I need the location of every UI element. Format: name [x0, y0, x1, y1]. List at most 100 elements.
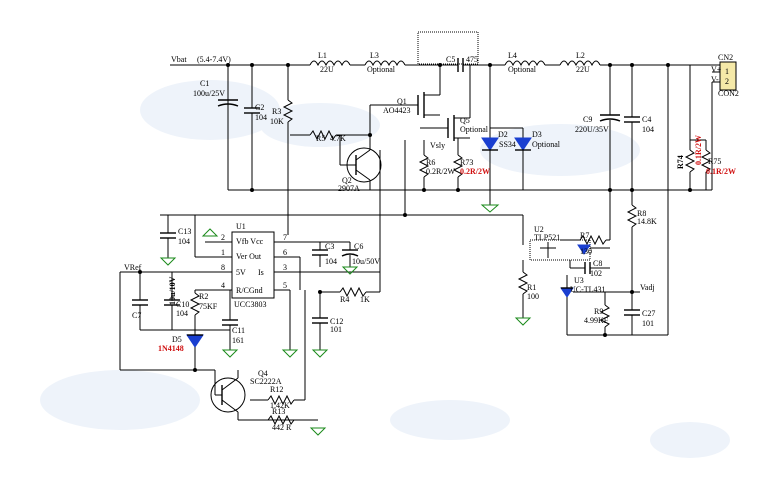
label-r8-value: 14.8K: [637, 217, 657, 226]
ground-u1-pin2: [201, 228, 219, 237]
label-q1: Q1: [397, 97, 407, 106]
label-d2: D2: [498, 130, 508, 139]
capacitor-c5: [455, 58, 475, 72]
label-q2: Q2: [342, 176, 352, 185]
label-cn2: CN2: [718, 53, 733, 62]
label-c1-value: 100u/25V: [193, 89, 225, 98]
label-r75: R75: [708, 157, 721, 166]
label-l4-value: Optional: [508, 65, 537, 74]
diode-d3: [490, 127, 532, 190]
label-r9-value: 4.99KF: [584, 316, 609, 325]
inductor-l1: [309, 60, 351, 67]
resistor-r7: [560, 190, 611, 246]
label-d3-value: Optional: [532, 140, 561, 149]
resistor-r5: [290, 105, 371, 150]
capacitor-c1: [217, 65, 239, 140]
label-c13: C13: [178, 227, 191, 236]
label-u1: U1: [236, 222, 246, 231]
label-c5: C5: [446, 55, 455, 64]
label-u1-pin-vcr-out: Ver Out: [236, 252, 262, 261]
label-vref: VRef: [124, 263, 142, 272]
label-r12: R12: [270, 385, 283, 394]
capacitor-c12: [311, 292, 329, 358]
label-u1-pin8: 8: [221, 263, 225, 272]
inductor-l2: [559, 60, 601, 67]
label-c11: C11: [232, 326, 245, 335]
label-q2-value: 2907A: [338, 184, 360, 193]
label-u3: U3: [574, 276, 584, 285]
label-u1-pin7: 7: [283, 233, 287, 242]
label-l2: L2: [576, 51, 585, 60]
label-c8-value: 102: [590, 269, 602, 278]
label-u1-part: UCC3803: [234, 300, 266, 309]
label-l3: L3: [370, 51, 379, 60]
label-l1: L1: [318, 51, 327, 60]
label-u1-pin1: 1: [221, 248, 225, 257]
label-d5: D5: [172, 335, 182, 344]
label-c9: C9: [583, 115, 592, 124]
capacitor-c8: [569, 260, 610, 274]
label-r5-value: 4.7K: [330, 134, 346, 143]
label-r7: R7: [580, 231, 589, 240]
label-c6: C6: [354, 242, 363, 251]
component-labels: Vbat (5.4-7.4V) L1 22U L3 Optional C5 47…: [124, 51, 739, 432]
label-c13-value: 104: [178, 237, 190, 246]
label-q1-value: AO4423: [383, 106, 411, 115]
resistor-r4: [320, 150, 381, 298]
label-u1-pin-5v: 5V: [236, 268, 246, 277]
optocoupler-u2: [529, 239, 610, 261]
resistor-r6: [418, 140, 430, 190]
label-l1-value: 22U: [320, 65, 334, 74]
inductor-l3: [364, 60, 406, 67]
label-q4: Q4: [258, 369, 268, 378]
label-r4: R4: [340, 295, 349, 304]
label-q4-value: SC2222A: [250, 377, 282, 386]
label-r4-value: 1K: [360, 295, 370, 304]
label-r73-value: 0.2R/2W: [460, 167, 490, 176]
capacitor-c9: [599, 65, 621, 190]
resistor-r75: [690, 139, 712, 190]
label-c4-value: 104: [642, 125, 654, 134]
capacitor-c11: [221, 290, 239, 358]
label-c7: C7: [132, 311, 141, 320]
inductor-l4: [504, 60, 546, 67]
label-u1-pin4: 4: [221, 281, 225, 290]
label-c12: C12: [330, 317, 343, 326]
label-c27: C27: [642, 309, 655, 318]
feedback-wire: [405, 214, 524, 245]
label-r6-value: 0.2R/2W: [426, 167, 456, 176]
label-c2: C2: [255, 103, 264, 112]
label-cn2-pin-b: V-: [711, 75, 719, 84]
label-u1-pin6: 6: [283, 248, 287, 257]
regulator-u3: [560, 275, 640, 335]
label-u1-pin-vfb-vcc: Vfb Vcc: [236, 237, 264, 246]
label-vsly: Vsly: [430, 141, 445, 150]
label-c2-value: 104: [255, 113, 267, 122]
capacitor-c3: [312, 242, 328, 267]
label-cn2-pin-a: V+: [711, 65, 722, 74]
capacitor-c4: [624, 65, 640, 190]
label-cn2-pin1: 1: [725, 67, 729, 76]
label-c10-value: 104: [176, 309, 188, 318]
capacitor-c6: [320, 241, 359, 275]
label-l3-value: Optional: [367, 65, 396, 74]
label-r73: R73: [460, 158, 473, 167]
label-r5: R5: [316, 134, 325, 143]
resistor-r13: [267, 414, 327, 436]
resistor-r74: [684, 65, 696, 190]
resistor-r73: [452, 138, 464, 190]
label-vbat: Vbat: [171, 55, 187, 64]
junction-dots: [138, 63, 692, 372]
transistor-q2: [339, 135, 382, 190]
label-u2: U2: [534, 225, 544, 234]
label-r13: R13: [272, 407, 285, 416]
label-u1-pin-is: Is: [258, 268, 264, 277]
resistor-r8: [626, 190, 638, 292]
label-r3-value: 10K: [270, 117, 284, 126]
label-u1-pin3: 3: [283, 263, 287, 272]
label-r74-value: 0.1R/2W: [694, 135, 703, 165]
background-watermark: [40, 80, 730, 458]
connector-cn2: [700, 61, 737, 191]
label-c5-value: 475: [466, 55, 478, 64]
